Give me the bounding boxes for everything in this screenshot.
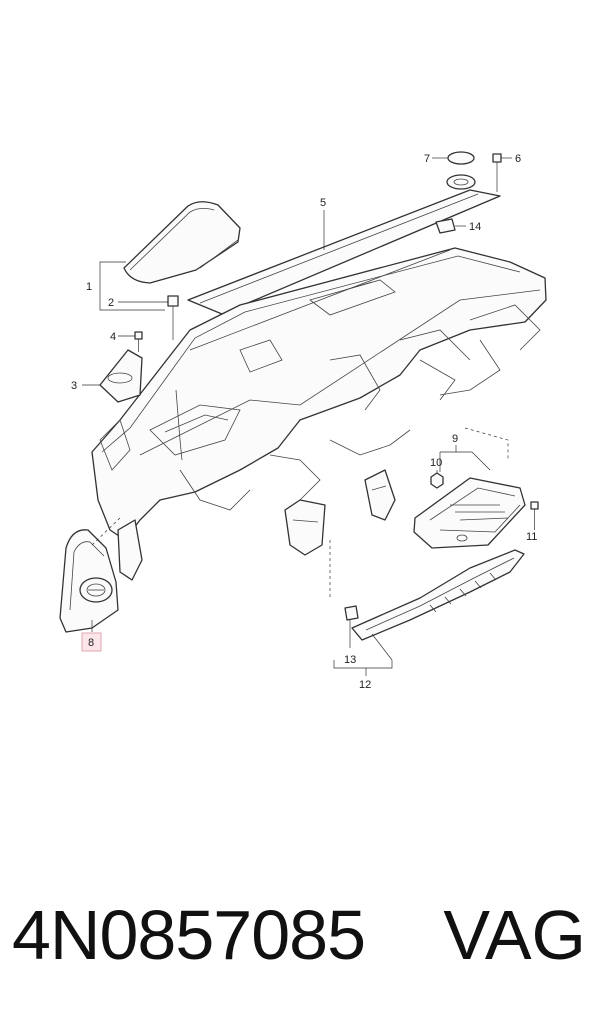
- callout-10: 10: [430, 457, 442, 469]
- lower-trim-strip: [351, 549, 525, 641]
- clip-13: [344, 605, 359, 621]
- nut-10: [430, 472, 444, 489]
- dashboard-carrier: [91, 247, 547, 581]
- side-end-cover: [59, 529, 119, 633]
- screw-4: [134, 331, 143, 352]
- callout-1: 1: [86, 281, 92, 293]
- screw-6: [492, 153, 502, 192]
- callout-13: 13: [344, 654, 356, 666]
- callout-14: 14: [469, 221, 481, 233]
- round-grommet: [446, 151, 476, 190]
- part-number: 4N0857085: [12, 896, 366, 974]
- callout-8: 8: [88, 637, 94, 649]
- brand-label: VAG: [443, 896, 586, 974]
- footer: 4N0857085 VAG: [0, 880, 600, 990]
- control-module: [413, 477, 526, 549]
- clip-2: [167, 295, 179, 340]
- left-vent-bezel: [99, 349, 143, 403]
- callout-7: 7: [424, 153, 430, 165]
- callout-12: 12: [359, 679, 371, 691]
- callout-4: 4: [110, 331, 116, 343]
- exploded-parts-diagram: 1 2 3 4 5 6 7 8 9 10 11 12 13 14: [59, 151, 547, 691]
- callout-2: 2: [108, 297, 114, 309]
- screw-11: [530, 501, 539, 522]
- instrument-hood-cover: [123, 201, 241, 284]
- highlight-box-8: [81, 632, 102, 652]
- callout-3: 3: [71, 380, 77, 392]
- assembly-guides: [91, 427, 509, 600]
- callout-5: 5: [320, 197, 326, 209]
- callout-11: 11: [526, 531, 537, 543]
- leader-lines: [82, 157, 535, 676]
- callout-9: 9: [452, 433, 458, 445]
- callout-6: 6: [515, 153, 521, 165]
- top-trim-strip: [187, 189, 501, 315]
- clip-14: [435, 218, 456, 234]
